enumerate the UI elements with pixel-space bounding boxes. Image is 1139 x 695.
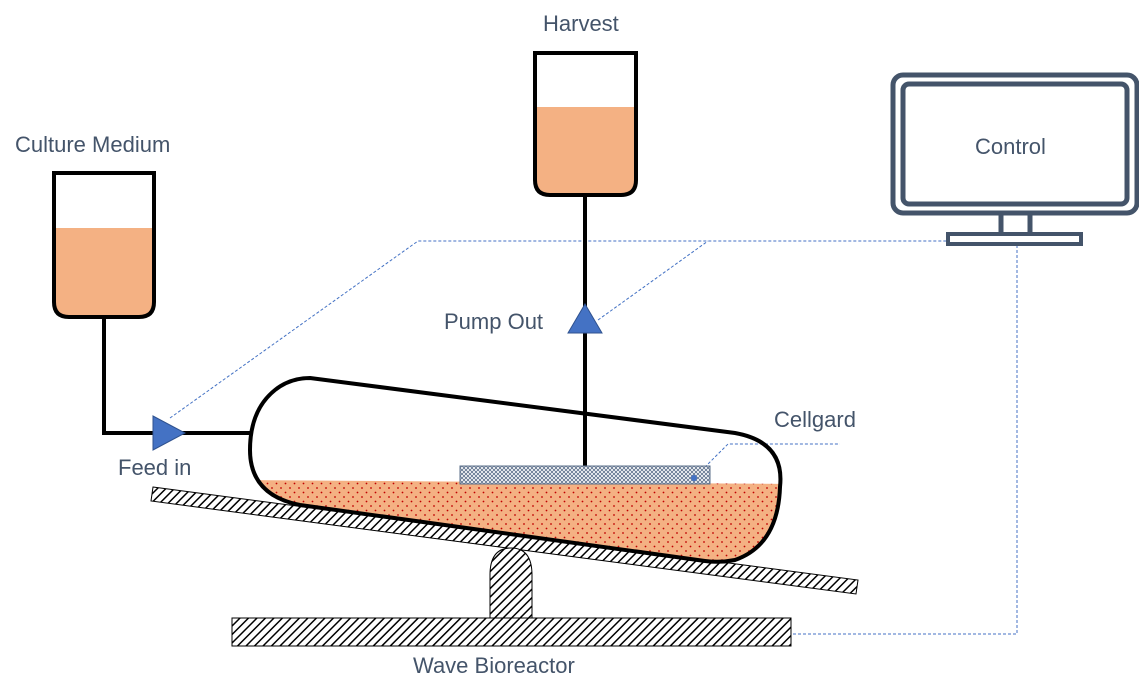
control-signal-lines <box>169 240 1018 635</box>
wave-bioreactor-label: Wave Bioreactor <box>413 653 575 678</box>
culture-medium-vessel <box>52 171 156 319</box>
feed-in-label: Feed in <box>118 455 192 480</box>
pivot-support <box>489 547 533 621</box>
harvest-label: Harvest <box>543 11 619 36</box>
cellgard-label: Cellgard <box>774 407 856 432</box>
base-platform <box>231 617 792 647</box>
feed-in-pump <box>152 415 187 451</box>
control-monitor <box>890 72 1139 246</box>
pump-out-label: Pump Out <box>444 309 544 334</box>
harvest-vessel <box>533 51 638 197</box>
cellgard-membrane <box>459 465 711 485</box>
cellgard-pointer-dot <box>691 475 697 481</box>
pump-out-pump <box>567 303 603 334</box>
control-label: Control <box>975 134 1046 159</box>
culture-medium-label: Culture Medium <box>15 132 171 157</box>
